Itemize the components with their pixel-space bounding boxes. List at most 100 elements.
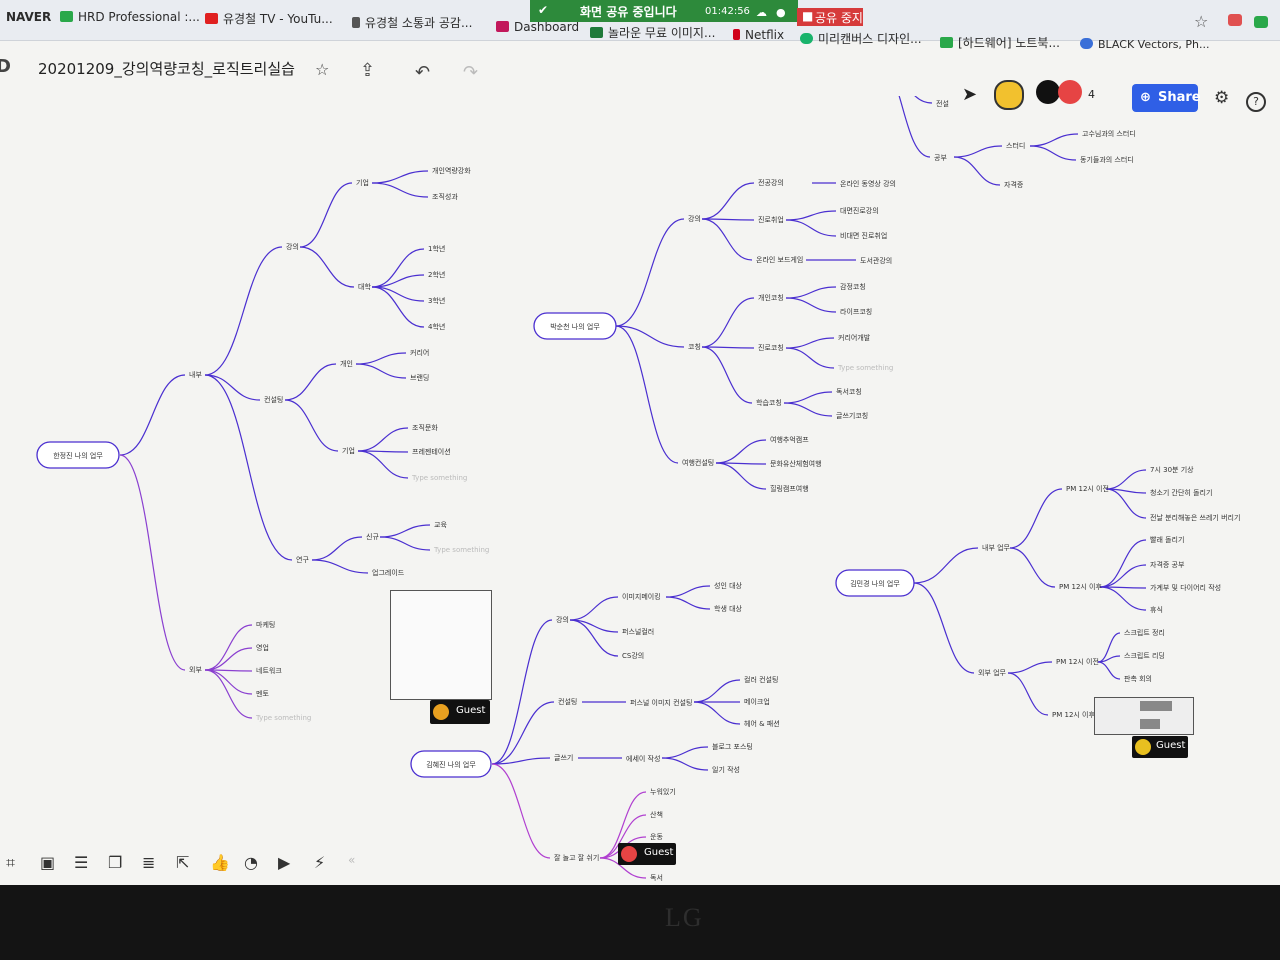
mindmap-node[interactable]: 대학 xyxy=(358,282,371,291)
bookmark-youtube[interactable]: 유경철 TV - YouTu... xyxy=(205,10,333,27)
mindmap-node[interactable]: 1학년 xyxy=(428,244,445,253)
sticky-frame[interactable] xyxy=(390,590,492,700)
mindmap-node[interactable]: 일기 작성 xyxy=(712,765,740,774)
mindmap-node[interactable]: 여행추억캠프 xyxy=(770,435,809,444)
mindmap-node[interactable]: Type something xyxy=(433,546,489,554)
star-icon[interactable]: ☆ xyxy=(1194,12,1209,31)
lightning-icon[interactable]: ⚡ xyxy=(314,853,326,872)
bookmark-naver[interactable]: NAVER xyxy=(6,10,52,24)
mindmap-node[interactable]: 신규 xyxy=(366,532,379,541)
mindmap-node[interactable]: CS강의 xyxy=(622,651,644,660)
root-node[interactable] xyxy=(835,569,915,597)
mindmap-node[interactable]: 전설 xyxy=(936,99,949,108)
presentation-icon[interactable]: ▣ xyxy=(40,853,56,872)
mindmap-node[interactable]: 대면진로강의 xyxy=(840,206,879,215)
list-icon[interactable]: ≣ xyxy=(142,853,156,872)
note-box[interactable] xyxy=(1094,697,1194,735)
mindmap-node[interactable]: 코칭 xyxy=(688,343,701,351)
collaborator-count[interactable]: 4 xyxy=(1088,88,1095,101)
mindmap-node[interactable]: PM 12시 이후 xyxy=(1052,710,1095,719)
mindmap-node[interactable]: 커리어개발 xyxy=(838,333,871,342)
extension-icon[interactable] xyxy=(1228,14,1242,26)
bookmark-dashboard[interactable]: Dashboard xyxy=(496,20,579,34)
mindmap-node[interactable]: 글쓰기 xyxy=(554,753,573,762)
mindmap-node[interactable]: 내부 xyxy=(189,370,202,379)
mindmap-node[interactable]: 2학년 xyxy=(428,270,445,279)
avatar[interactable] xyxy=(1058,80,1082,104)
mindmap-node[interactable]: PM 12시 이후 xyxy=(1059,582,1102,591)
mindmap-node[interactable]: 빨래 돌리기 xyxy=(1150,535,1184,544)
mindmap-node[interactable]: 컨설팅 xyxy=(264,395,283,404)
mindmap-node[interactable]: 업그레이드 xyxy=(372,568,405,577)
mindmap-node[interactable]: 커리어 xyxy=(410,348,429,357)
undo-icon[interactable]: ↶ xyxy=(415,62,431,83)
mindmap-node[interactable]: 교육 xyxy=(434,521,447,529)
stop-share-button[interactable]: ■ 공유 중지 xyxy=(797,8,863,26)
mindmap-node[interactable]: 네트워크 xyxy=(256,666,282,675)
share-button[interactable]: ⊕ Share xyxy=(1132,84,1201,112)
cursor-tool-icon[interactable]: ➤ xyxy=(962,84,978,105)
frame-icon[interactable]: ⌗ xyxy=(6,853,16,872)
mindmap-node[interactable]: 개인코칭 xyxy=(758,293,784,302)
app-logo[interactable]: D xyxy=(0,56,11,77)
mindmap-node[interactable]: 여행컨설팅 xyxy=(682,458,714,467)
mindmap-node[interactable]: 개인 xyxy=(340,359,353,368)
mindmap-node[interactable]: 브랜딩 xyxy=(410,373,429,382)
mindmap-canvas[interactable]: 한정진 나의 업무내부외부강의컨설팅연구기업대학개인역량강화조직성과1학년2학년… xyxy=(0,96,1280,885)
mindmap-node[interactable]: 진로취업 xyxy=(758,215,784,224)
mindmap-node[interactable]: 퍼스널컬러 xyxy=(622,627,654,636)
mindmap-node[interactable]: 메이크업 xyxy=(744,697,770,706)
mindmap-node[interactable]: 3학년 xyxy=(428,296,445,305)
favorite-star-icon[interactable]: ☆ xyxy=(315,60,330,79)
mindmap-node[interactable]: 내부 업무 xyxy=(982,543,1011,552)
mindmap-node[interactable]: 전공강의 xyxy=(758,178,784,187)
mindmap-node[interactable]: 스터디 xyxy=(1006,141,1025,150)
mindmap-node[interactable]: 연구 xyxy=(296,556,309,564)
evernote-icon[interactable] xyxy=(1254,16,1268,28)
mindmap-node[interactable]: 휴식 xyxy=(1150,605,1163,614)
settings-sliders-icon[interactable]: ⚙ xyxy=(1214,88,1230,108)
mindmap-node[interactable]: 4학년 xyxy=(428,322,445,331)
comment-icon[interactable]: ☰ xyxy=(74,853,89,872)
mindmap-node[interactable]: 기업 xyxy=(356,178,369,187)
bookmark-hardware[interactable]: [하드웨어] 노트북... xyxy=(940,34,1060,51)
mindmap-node[interactable]: 강의 xyxy=(688,214,701,223)
mindmap-node[interactable]: 온라인 동영상 강의 xyxy=(840,179,896,188)
bookmark-miricanvas[interactable]: 미리캔버스 디자인... xyxy=(800,30,922,47)
mindmap-node[interactable]: 감정코칭 xyxy=(840,282,866,291)
document-title[interactable]: 20201209_강의역량코칭_로직트리실습 xyxy=(38,60,295,78)
mindmap-node[interactable]: 학생 대상 xyxy=(714,604,743,613)
mindmap-node[interactable]: 마케팅 xyxy=(256,620,275,629)
mindmap-node[interactable]: 외부 xyxy=(189,665,202,674)
mindmap-node[interactable]: 학습코칭 xyxy=(756,398,782,407)
mindmap-node[interactable]: 영업 xyxy=(256,643,269,652)
mindmap-node[interactable]: 청소기 간단히 돌리기 xyxy=(1150,488,1212,497)
mindmap-node[interactable]: 비대면 진로취업 xyxy=(840,231,887,240)
mindmap-node[interactable]: 박순천 나의 업무 xyxy=(550,322,600,331)
mindmap-node[interactable]: 전날 분리해놓은 쓰레기 버리기 xyxy=(1150,513,1240,522)
mindmap-node[interactable]: 고수님과의 스터디 xyxy=(1082,129,1136,138)
export-icon[interactable]: ⇱ xyxy=(176,853,190,872)
mindmap-node[interactable]: 진로코칭 xyxy=(758,343,784,352)
mindmap-node[interactable]: PM 12시 이전 xyxy=(1066,484,1109,493)
mindmap-node[interactable]: 자격증 공부 xyxy=(1150,560,1185,569)
like-icon[interactable]: 👍 xyxy=(210,853,230,872)
help-icon[interactable]: ? xyxy=(1246,92,1266,112)
timer-icon[interactable]: ◔ xyxy=(244,853,258,872)
mindmap-node[interactable]: 누워있기 xyxy=(650,787,676,796)
bookmark-hrd[interactable]: HRD Professional :... xyxy=(60,10,200,24)
mindmap-node[interactable]: 7시 30분 기상 xyxy=(1150,465,1194,474)
avatar[interactable] xyxy=(1036,80,1060,104)
root-node[interactable] xyxy=(533,312,617,340)
bookmark-netflix[interactable]: Netflix xyxy=(733,28,784,42)
mindmap-node[interactable]: 컨설팅 xyxy=(558,697,577,706)
reactions-icon[interactable] xyxy=(994,80,1024,110)
video-icon[interactable]: ▶ xyxy=(278,853,291,872)
mindmap-node[interactable]: 스크립트 정리 xyxy=(1124,628,1165,637)
mindmap-node[interactable]: 헤어 & 패션 xyxy=(744,719,780,728)
mindmap-node[interactable]: 이미지메이킹 xyxy=(622,592,661,601)
mindmap-node[interactable]: 김민경 나의 업무 xyxy=(850,579,900,588)
mindmap-node[interactable]: 에세이 작성 xyxy=(626,754,660,763)
mindmap-node[interactable]: 잘 놀고 잘 쉬기 xyxy=(554,853,599,862)
mindmap-node[interactable]: 힐링캠프여행 xyxy=(770,484,809,493)
